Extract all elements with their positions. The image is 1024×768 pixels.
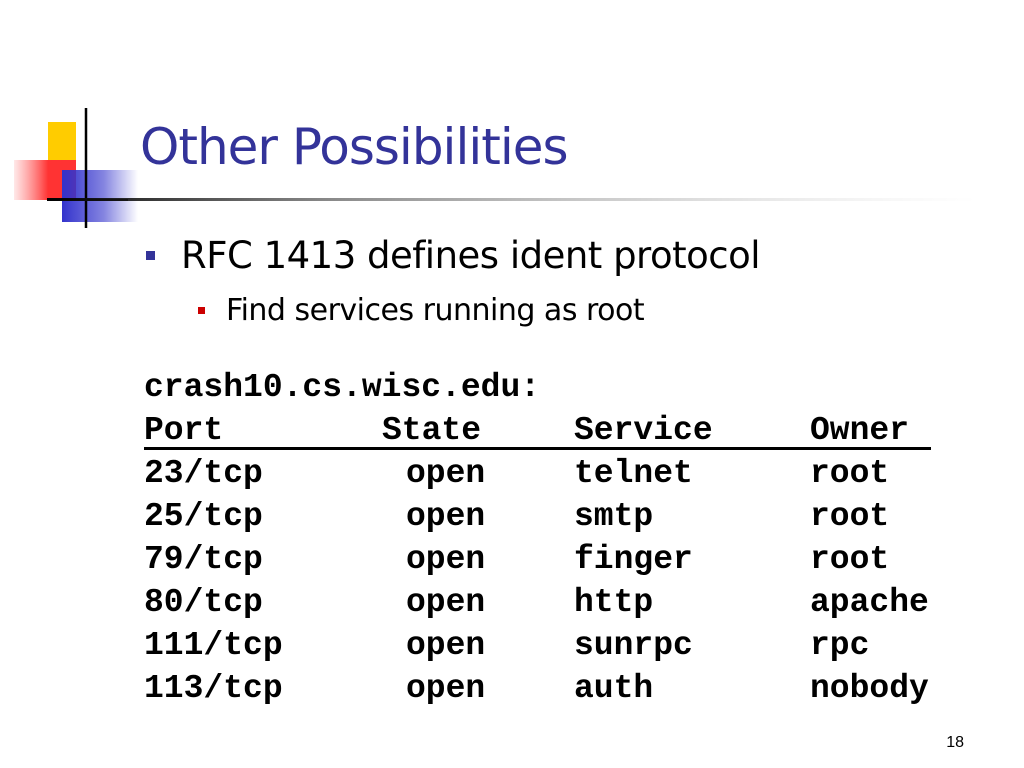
cell-owner: nobody	[810, 670, 929, 707]
cell-port: 25/tcp	[144, 498, 263, 535]
host-name: crash10.cs.wisc.edu:	[144, 369, 541, 406]
sub-bullet-text: Find services running as root	[226, 292, 645, 328]
header-service: Service	[574, 412, 713, 449]
cell-state: open	[406, 455, 486, 492]
cell-owner: root	[810, 455, 890, 492]
title-underline	[47, 198, 977, 201]
table-row: 25/tcp open smtp root	[144, 495, 954, 538]
cell-owner: rpc	[810, 627, 870, 664]
cell-owner: root	[810, 541, 890, 578]
header-port: Port	[144, 412, 224, 449]
cell-port: 23/tcp	[144, 455, 263, 492]
cell-service: http	[574, 584, 654, 621]
table-header: Port State Service Owner	[144, 409, 931, 452]
table-row: 23/tcp open telnet root	[144, 452, 954, 495]
slide-logo	[14, 108, 138, 228]
sub-bullet-item: Find services running as root	[198, 292, 645, 328]
cell-state: open	[406, 498, 486, 535]
table-row: 80/tcp open http apache	[144, 581, 954, 624]
code-block: crash10.cs.wisc.edu: Port State Service …	[144, 366, 954, 710]
cell-port: 80/tcp	[144, 584, 263, 621]
slide-number: 18	[946, 734, 964, 751]
cell-state: open	[406, 541, 486, 578]
table-row: 113/tcp open auth nobody	[144, 667, 954, 710]
cell-owner: root	[810, 498, 890, 535]
cell-service: auth	[574, 670, 654, 707]
cell-port: 111/tcp	[144, 627, 283, 664]
cell-service: finger	[574, 541, 693, 578]
bullet-square-icon	[146, 250, 155, 260]
cell-service: sunrpc	[574, 627, 693, 664]
cell-owner: apache	[810, 584, 929, 621]
cell-service: smtp	[574, 498, 654, 535]
sub-bullet-square-icon	[198, 306, 205, 314]
cell-state: open	[406, 584, 486, 621]
cell-port: 113/tcp	[144, 670, 283, 707]
header-owner: Owner	[810, 412, 910, 449]
table-row: 79/tcp open finger root	[144, 538, 954, 581]
header-state: State	[382, 412, 482, 449]
bullet-item: RFC 1413 defines ident protocol	[146, 232, 761, 278]
table-row: 111/tcp open sunrpc rpc	[144, 624, 954, 667]
cell-service: telnet	[574, 455, 693, 492]
cell-state: open	[406, 627, 486, 664]
cell-state: open	[406, 670, 486, 707]
slide-title: Other Possibilities	[140, 118, 569, 176]
cell-port: 79/tcp	[144, 541, 263, 578]
bullet-text: RFC 1413 defines ident protocol	[181, 233, 761, 277]
header-underline	[144, 447, 931, 450]
